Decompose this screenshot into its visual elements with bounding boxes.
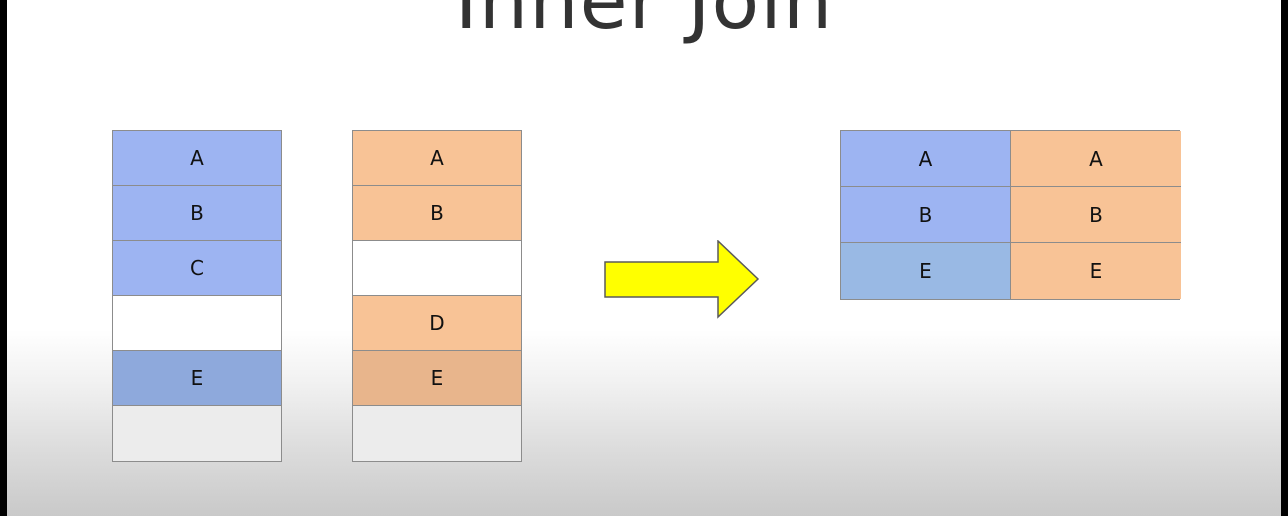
- right-table-cell-d: D: [353, 296, 521, 351]
- left-table-cell-e: E: [113, 351, 281, 406]
- right-frame-border: [1281, 0, 1288, 516]
- slide-title: Inner Join: [454, 0, 834, 47]
- result-right-cell-a: A: [1011, 131, 1181, 187]
- result-right-cell-b: B: [1011, 187, 1181, 243]
- left-table-cell-empty: [113, 296, 281, 351]
- right-arrow-icon: [604, 240, 760, 319]
- result-left-cell-b: B: [841, 187, 1011, 243]
- left-frame-border: [0, 0, 7, 516]
- left-table-cell-b: B: [113, 186, 281, 241]
- right-table-cell-e: E: [353, 351, 521, 406]
- right-table-cell-empty-bottom: [353, 406, 521, 461]
- left-table: A B C E: [112, 130, 282, 462]
- right-table: A B D E: [352, 130, 522, 462]
- result-left-cell-e: E: [841, 243, 1011, 299]
- left-table-cell-a: A: [113, 131, 281, 186]
- result-right-cell-e: E: [1011, 243, 1181, 299]
- result-table: A A B B E E: [840, 130, 1181, 300]
- right-table-cell-b: B: [353, 186, 521, 241]
- result-left-cell-a: A: [841, 131, 1011, 187]
- left-table-cell-empty-bottom: [113, 406, 281, 461]
- left-table-cell-c: C: [113, 241, 281, 296]
- right-table-cell-empty: [353, 241, 521, 296]
- right-table-cell-a: A: [353, 131, 521, 186]
